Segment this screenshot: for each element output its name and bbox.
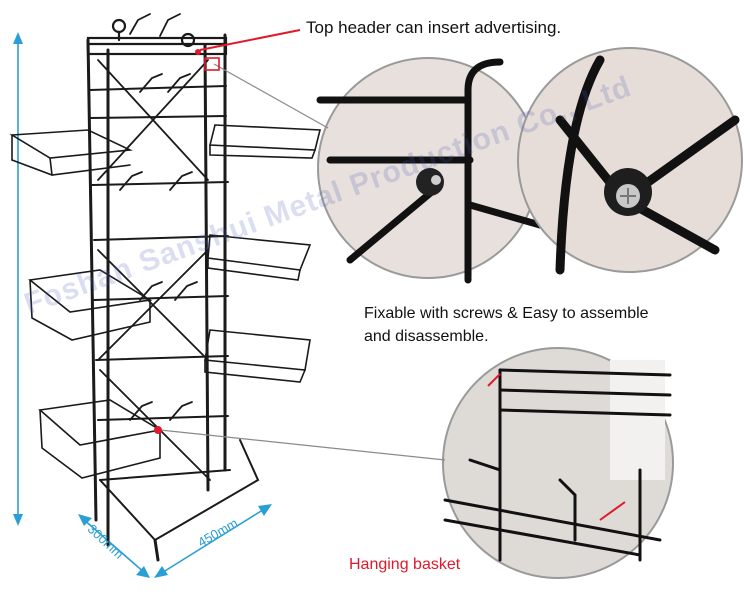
width-arrow-right — [258, 504, 272, 516]
wire-rack — [9, 13, 322, 562]
joint-zoom-leader — [213, 63, 329, 129]
rack-hooks — [119, 13, 198, 421]
width-dimension-line — [159, 507, 267, 575]
height-arrow-bottom — [13, 514, 23, 526]
depth-arrow-right — [136, 566, 150, 578]
rack-shelves — [89, 85, 260, 542]
zoom-circle-basket — [442, 347, 674, 579]
joint-highlight-box — [204, 57, 220, 71]
width-arrow-left — [154, 566, 168, 578]
basket-zoom-leader — [159, 429, 446, 461]
top-header-leader — [199, 29, 301, 51]
top-header-annotation: Top header can insert advertising. — [306, 18, 562, 37]
basket-arrow-1 — [487, 373, 501, 387]
screw-assembly-line-2: and disassemble. — [364, 328, 489, 345]
zoom-circle-screw — [517, 47, 743, 275]
dimension-lines — [13, 32, 272, 578]
wire-baskets — [9, 124, 322, 479]
hanging-basket-annotation: Hanging basket — [349, 556, 461, 573]
screw-assembly-annotation: Fixable with screws & Easy to assemble a… — [364, 302, 649, 348]
callout-leaders — [154, 29, 626, 521]
height-arrow-top — [13, 32, 23, 44]
depth-dimension-line — [81, 517, 147, 575]
top-header-frame — [86, 18, 228, 56]
basket-arrow-2 — [599, 501, 626, 521]
cross-bracing — [97, 59, 211, 481]
screw-assembly-line-1: Fixable with screws & Easy to assemble — [364, 305, 649, 322]
depth-arrow-left — [78, 514, 92, 526]
